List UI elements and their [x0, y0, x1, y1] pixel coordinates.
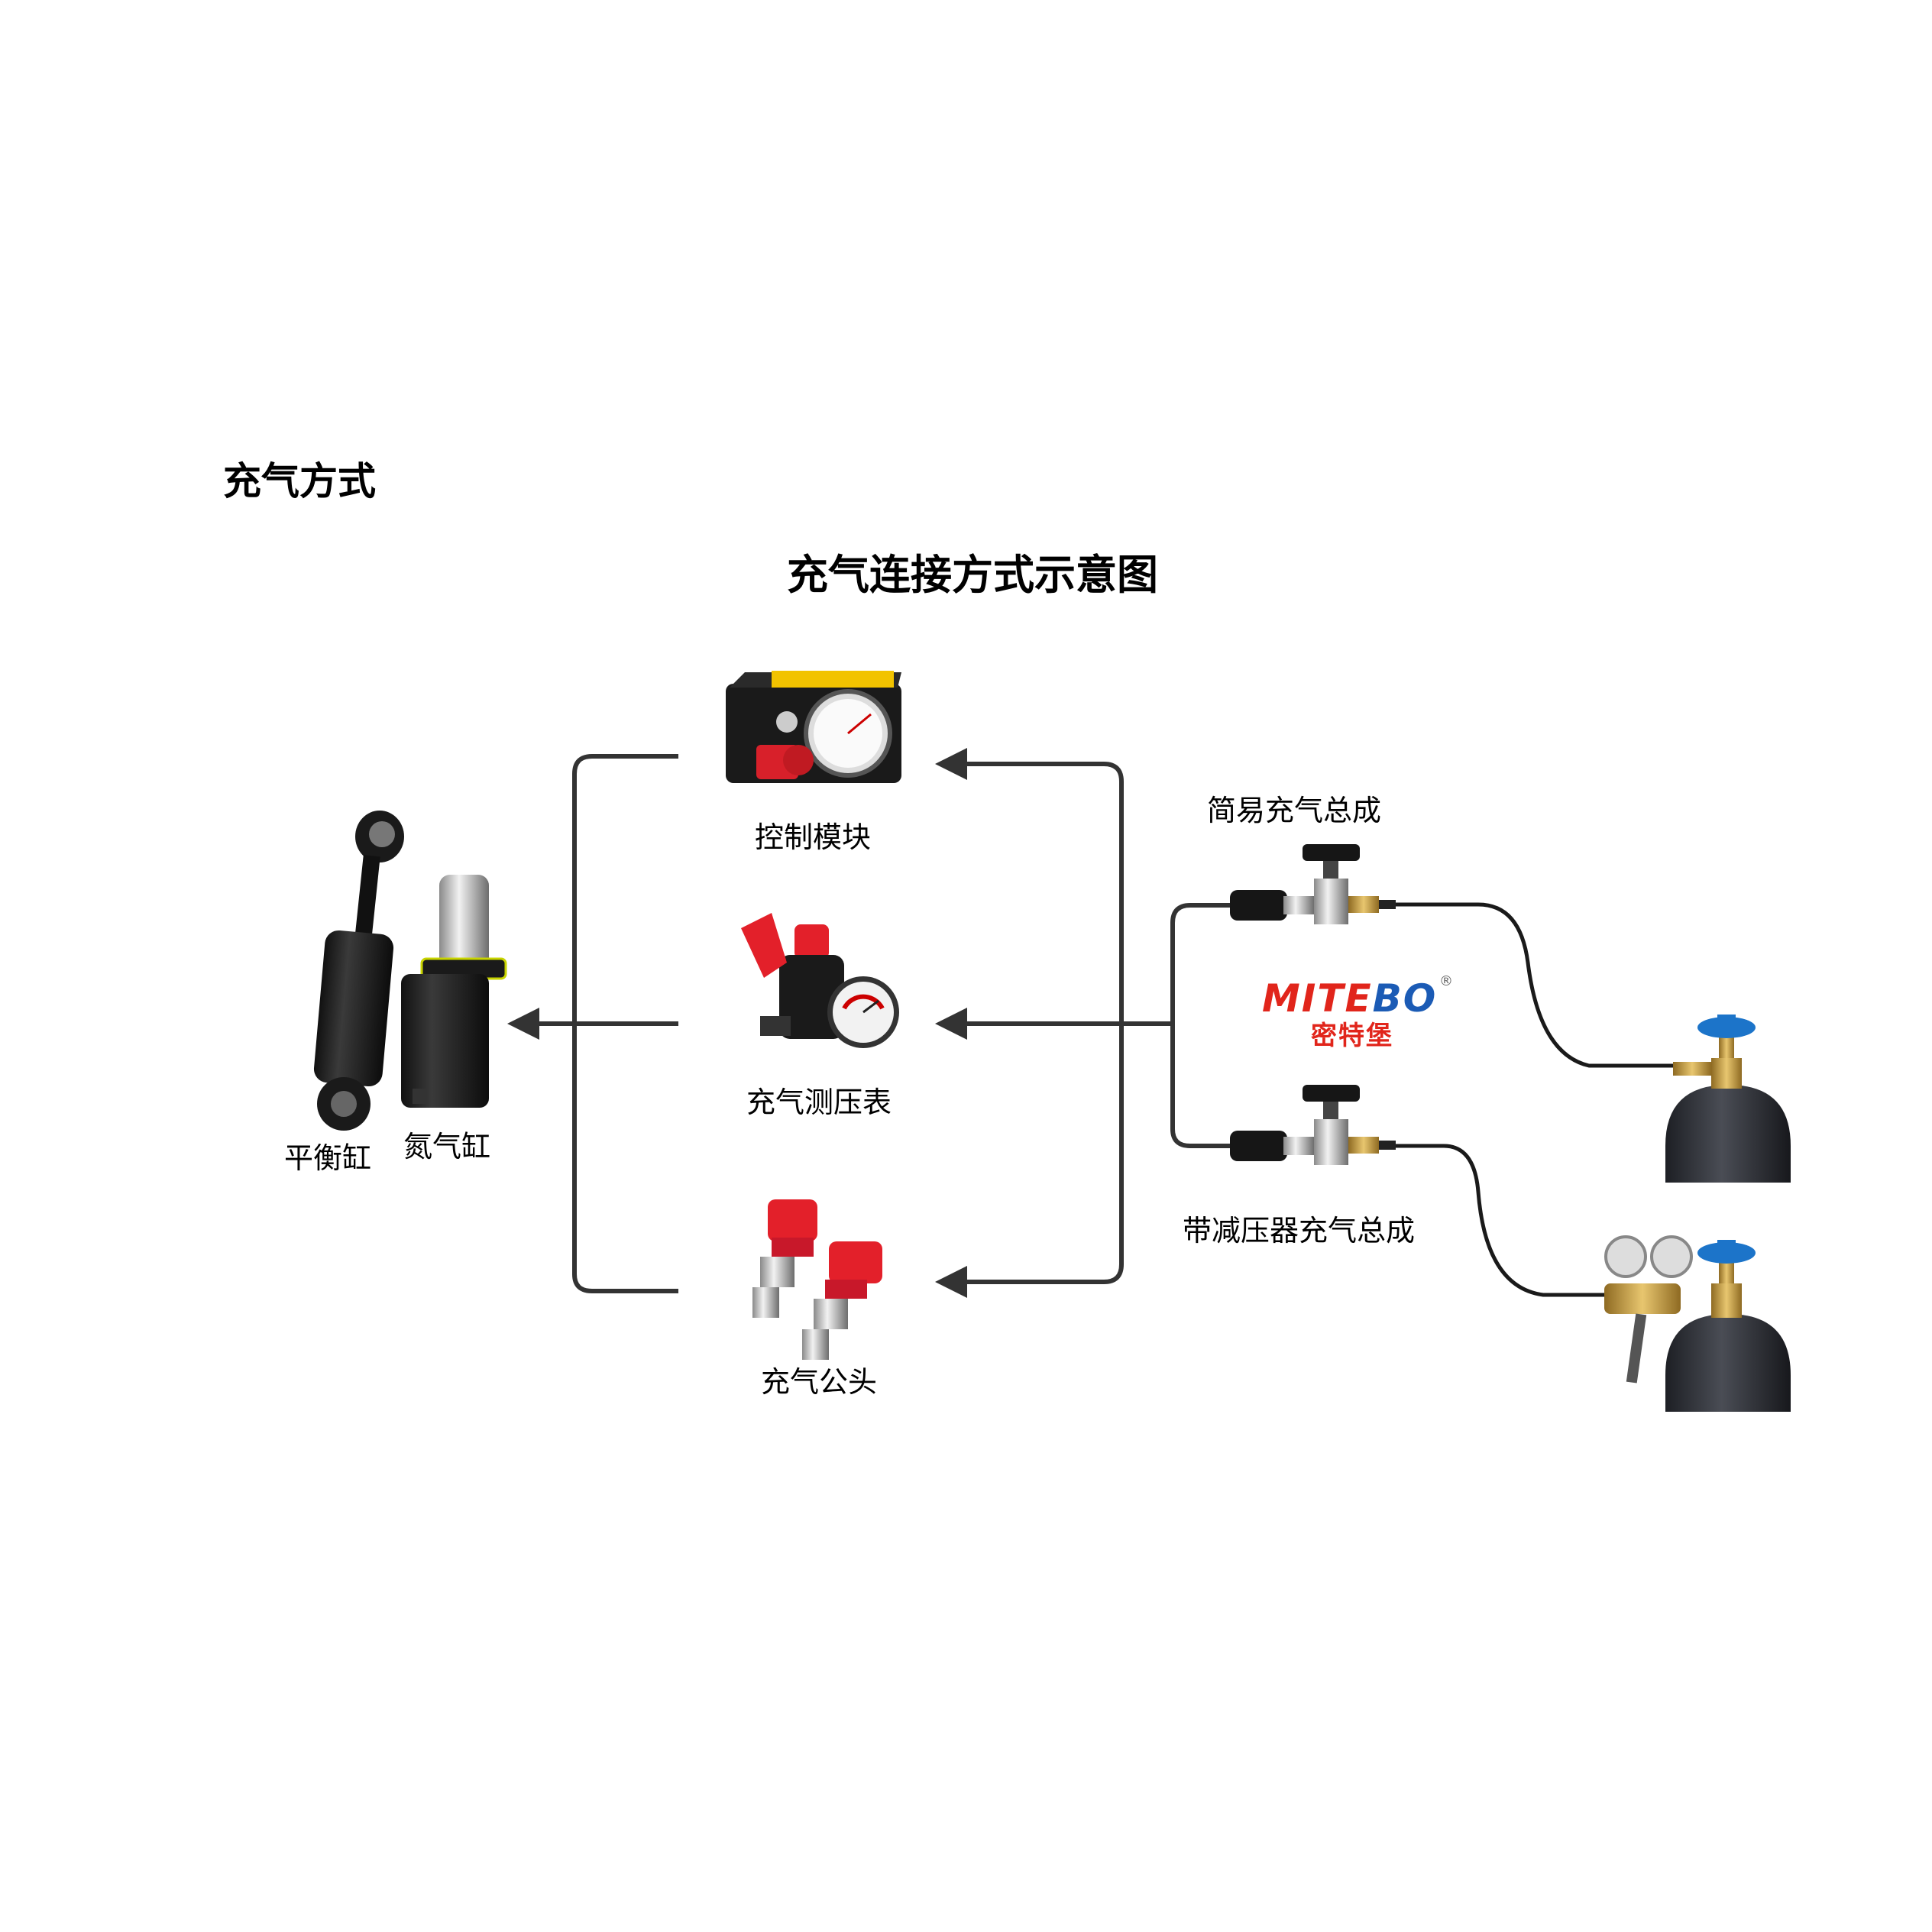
male-connector-icon [752, 1199, 882, 1360]
registered-mark: ® [1439, 973, 1453, 989]
balance-cylinder-label: 平衡缸 [284, 1141, 372, 1175]
gas-bottle-icon [1665, 1240, 1791, 1412]
section-title: 充气方式 [223, 459, 376, 503]
left-connector-lines [507, 754, 678, 1293]
pressure-gauge-icon [741, 913, 899, 1048]
simple-assembly-label: 简易充气总成 [1207, 794, 1382, 827]
brand-name-en: MITEBO [1262, 976, 1438, 1021]
brand-logo: MITEBO 密特堡 ® [1262, 973, 1453, 1053]
reducer-assembly-label: 带减压器充气总成 [1183, 1214, 1416, 1248]
control-module-icon [726, 671, 901, 783]
valve-assembly-icon [1230, 1085, 1396, 1165]
male-connector-label: 充气公头 [761, 1365, 878, 1399]
valve-assembly-icon [1230, 844, 1396, 924]
reducer-hose [1396, 1144, 1604, 1297]
gas-bottle-icon [1665, 1015, 1791, 1183]
charging-gauge-label: 充气测压表 [746, 1086, 892, 1119]
nitrogen-cylinder-icon [401, 875, 507, 1108]
simple-hose [1396, 902, 1673, 1068]
brand-name-cn: 密特堡 [1311, 1021, 1393, 1051]
diagram-title: 充气连接方式示意图 [787, 551, 1158, 599]
control-module-label: 控制模块 [755, 820, 872, 854]
pressure-reducer-icon [1604, 1235, 1693, 1383]
nitrogen-cylinder-label: 氮气缸 [403, 1130, 491, 1163]
right-connector-lines [935, 748, 1230, 1298]
balance-cylinder-icon [313, 811, 404, 1131]
